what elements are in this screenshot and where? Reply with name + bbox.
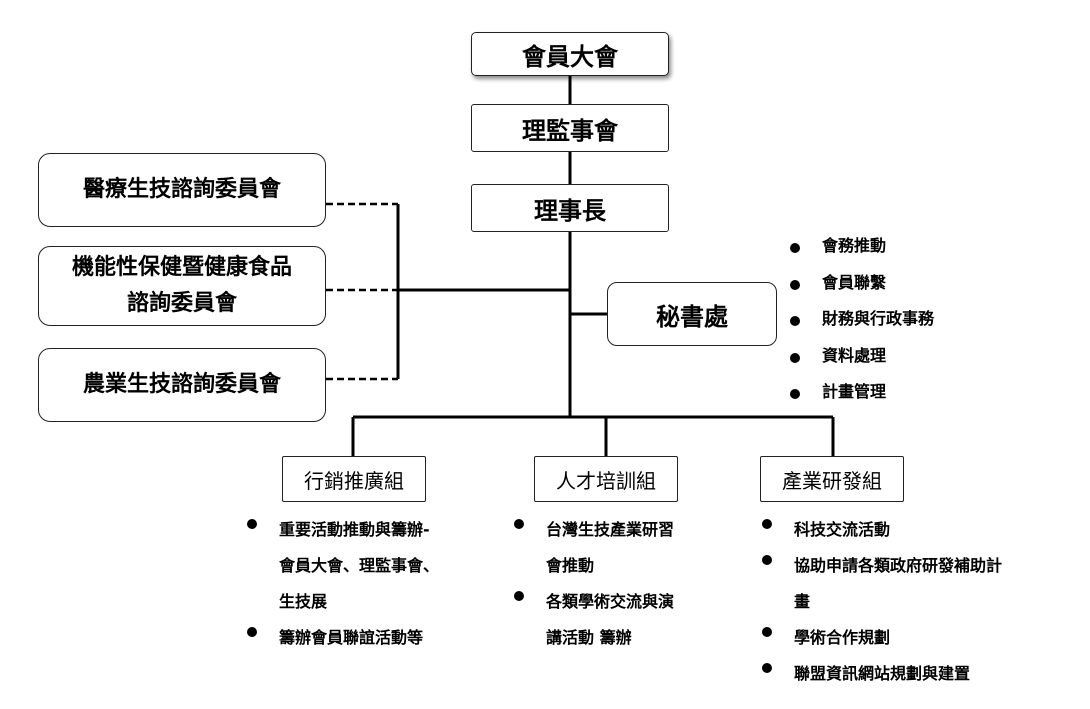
- list-item-line: 學術合作規劃: [794, 628, 891, 647]
- list-item: 台灣生技產業研習 會推動: [514, 512, 674, 584]
- list-item: 重要活動推動與籌辦- 會員大會、理監事會、 生技展: [247, 512, 439, 620]
- list-item: 協助申請各類政府研發補助計 畫: [762, 548, 1002, 620]
- medical-advisory-label: 醫療生技諮詢委員會: [82, 177, 281, 202]
- training-group-label: 人才培訓組: [556, 468, 656, 493]
- agriculture-advisory-label: 農業生技諮詢委員會: [82, 372, 281, 397]
- list-item-line: 聯盟資訊網站規劃與建置: [794, 664, 971, 683]
- list-item: 資料處理: [790, 346, 934, 383]
- list-item: 科技交流活動: [762, 512, 1002, 548]
- chairman-box: 理事長: [471, 184, 669, 232]
- list-item: 各類學術交流與演 講活動 籌辦: [514, 584, 674, 656]
- list-item-line: 生技展: [279, 592, 328, 611]
- secretariat-label: 秘書處: [656, 302, 728, 331]
- list-item-line: 會員大會、理監事會、: [279, 556, 440, 575]
- list-item-line: 會推動: [546, 556, 595, 575]
- list-item: 會員聯繫: [790, 273, 934, 310]
- secretariat-duties-list: 會務推動 會員聯繫 財務與行政事務 資料處理 計畫管理: [790, 236, 934, 419]
- functional-food-advisory-line2: 諮詢委員會: [126, 291, 237, 316]
- chairman-label: 理事長: [534, 196, 606, 225]
- board-label: 理監事會: [522, 116, 618, 145]
- marketing-group-label: 行銷推廣組: [304, 468, 404, 493]
- list-item: 財務與行政事務: [790, 309, 934, 346]
- functional-food-advisory-line1: 機能性保健暨健康食品: [71, 255, 292, 280]
- industry-group-box: 產業研發組: [760, 456, 904, 502]
- list-item-line: 重要活動推動與籌辦-: [279, 520, 430, 539]
- board-box: 理監事會: [471, 104, 669, 152]
- list-item-line: 畫: [794, 592, 811, 611]
- marketing-group-box: 行銷推廣組: [282, 456, 426, 502]
- training-group-box: 人才培訓組: [534, 456, 678, 502]
- general-assembly-label: 會員大會: [522, 42, 618, 71]
- agriculture-advisory-box: 農業生技諮詢委員會: [38, 348, 326, 422]
- functional-food-advisory-box: 機能性保健暨健康食品 諮詢委員會: [38, 246, 326, 326]
- training-group-list: 台灣生技產業研習 會推動 各類學術交流與演 講活動 籌辦: [514, 512, 674, 656]
- list-item: 會務推動: [790, 236, 934, 273]
- list-item-line: 協助申請各類政府研發補助計: [794, 556, 1003, 575]
- list-item: 聯盟資訊網站規劃與建置: [762, 656, 1002, 692]
- list-item-line: 科技交流活動: [794, 520, 891, 539]
- industry-group-label: 產業研發組: [782, 468, 882, 493]
- list-item: 籌辦會員聯誼活動等: [247, 620, 439, 656]
- list-item-line: 籌辦會員聯誼活動等: [279, 628, 424, 647]
- list-item-line: 台灣生技產業研習: [546, 520, 675, 539]
- secretariat-box: 秘書處: [607, 282, 777, 346]
- industry-group-list: 科技交流活動 協助申請各類政府研發補助計 畫 學術合作規劃 聯盟資訊網站規劃與建…: [762, 512, 1002, 692]
- medical-advisory-box: 醫療生技諮詢委員會: [38, 153, 326, 227]
- list-item: 學術合作規劃: [762, 620, 1002, 656]
- marketing-group-list: 重要活動推動與籌辦- 會員大會、理監事會、 生技展 籌辦會員聯誼活動等: [247, 512, 439, 656]
- list-item: 計畫管理: [790, 382, 934, 419]
- list-item-line: 講活動 籌辦: [546, 628, 632, 647]
- general-assembly-box: 會員大會: [471, 32, 669, 76]
- list-item-line: 各類學術交流與演: [546, 592, 675, 611]
